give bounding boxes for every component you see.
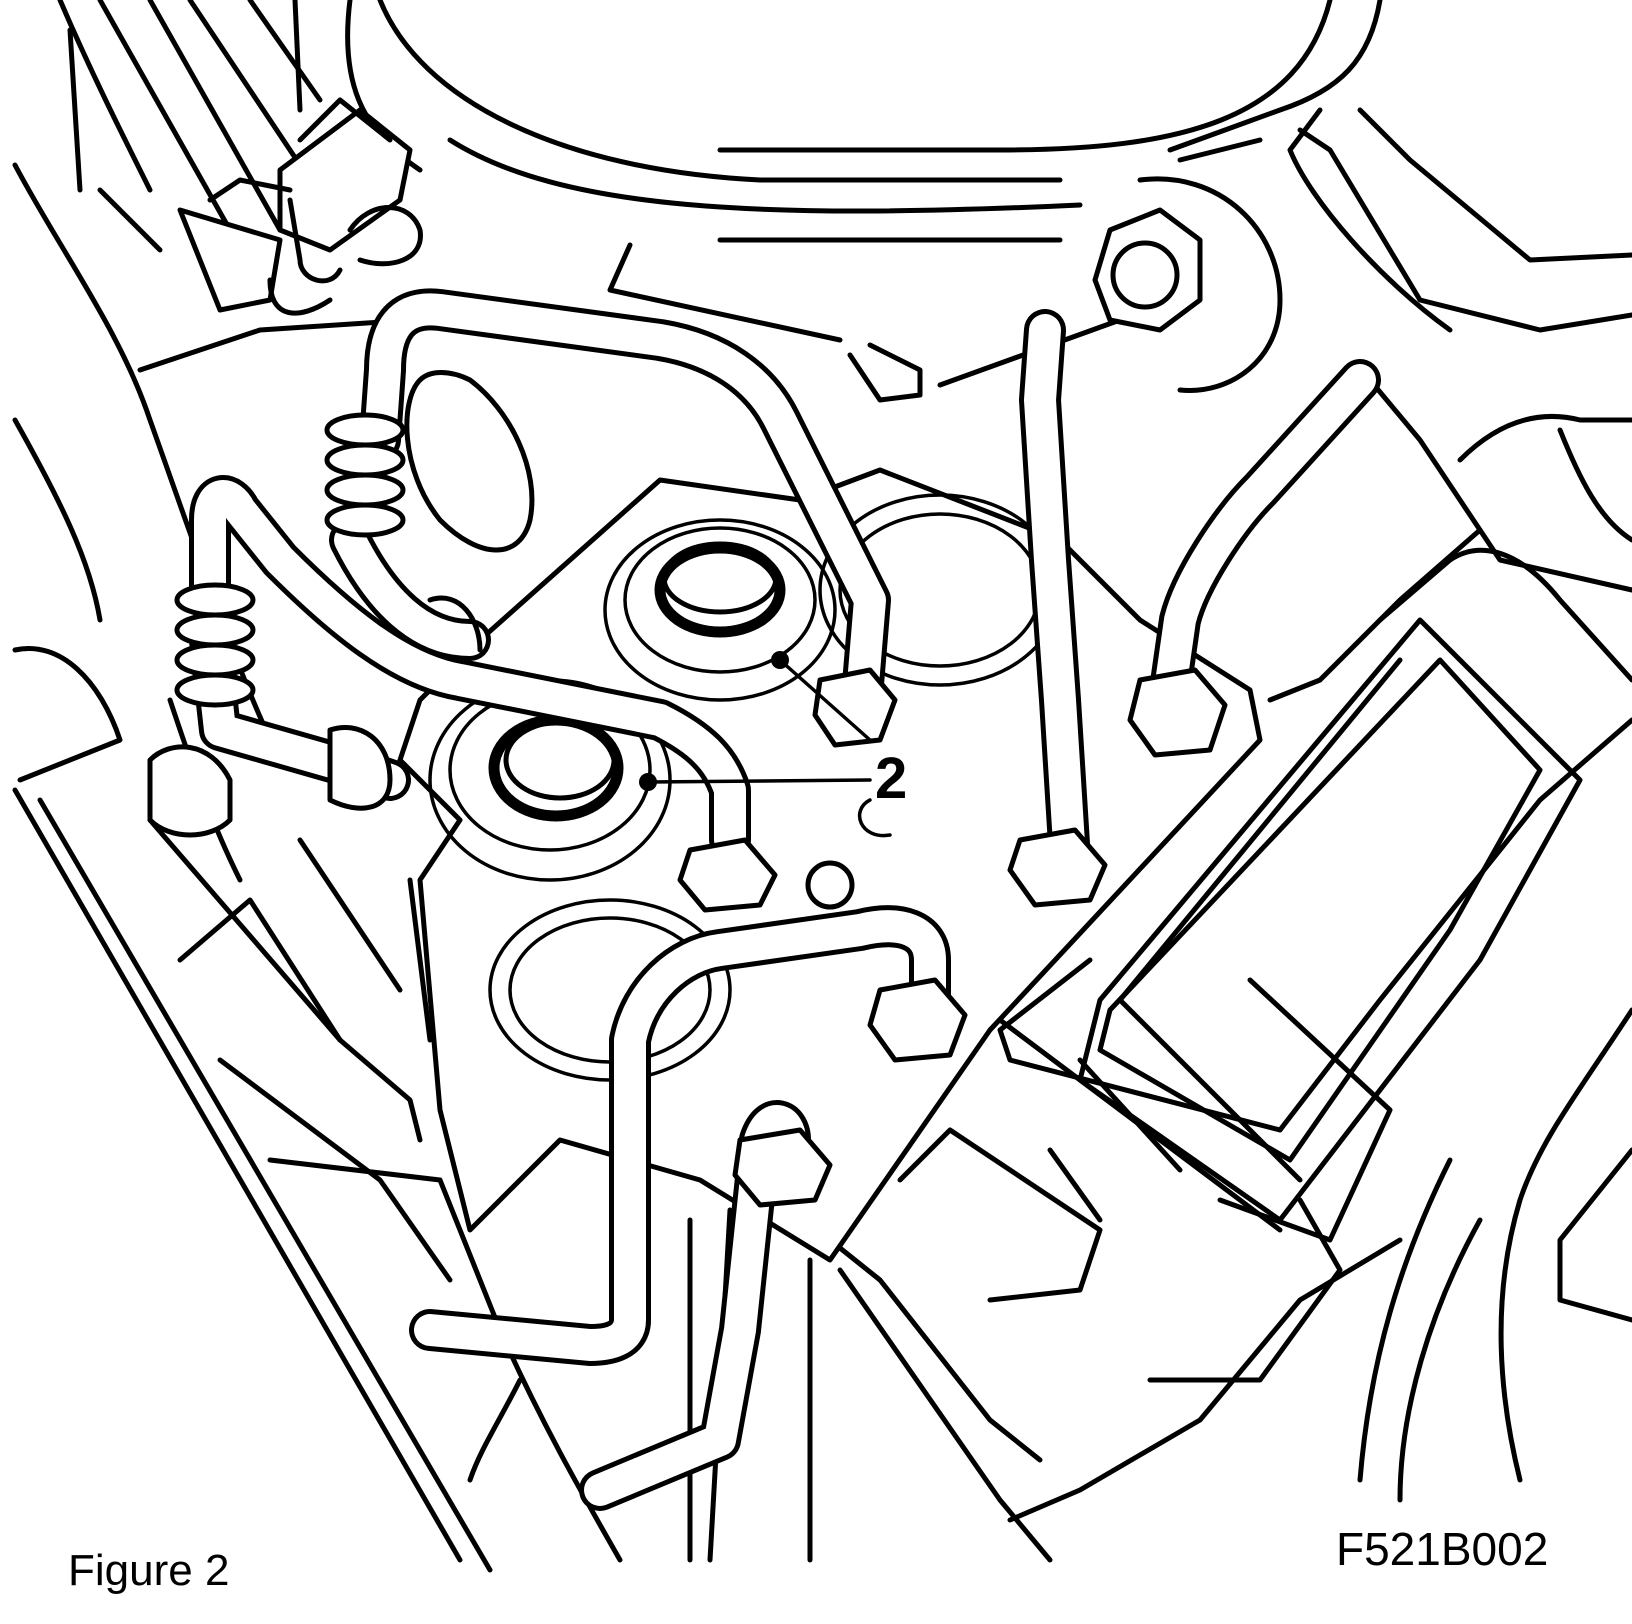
mount-bracket bbox=[1137, 176, 1283, 393]
hose-end bbox=[327, 724, 393, 811]
callout-number: 2 bbox=[875, 746, 907, 811]
hose-elbow bbox=[147, 744, 233, 838]
fitting-upper-left bbox=[324, 412, 406, 538]
leader-dot-upper bbox=[771, 651, 789, 669]
hex-nut-lower bbox=[867, 977, 968, 1063]
leader-line-upper bbox=[778, 658, 872, 742]
port-plug-upper bbox=[603, 518, 837, 702]
hex-nut-right bbox=[1127, 667, 1228, 758]
hex-nut-top bbox=[1092, 207, 1203, 333]
right-housing bbox=[997, 617, 1583, 1383]
small-hole bbox=[805, 860, 855, 910]
electrical-connector bbox=[177, 97, 423, 316]
leader-dot-lower bbox=[639, 773, 657, 791]
tube-fittings bbox=[147, 412, 406, 838]
leader-line-lower bbox=[646, 778, 872, 784]
hex-nuts bbox=[677, 176, 1283, 1208]
callout-leaders bbox=[639, 651, 892, 838]
hex-nut-bottom bbox=[732, 1127, 833, 1208]
hex-nut-center bbox=[677, 837, 778, 913]
reservoir-cylinder bbox=[404, 370, 535, 653]
figure-id: F521B002 bbox=[1336, 1523, 1548, 1575]
hex-nut-center-right bbox=[1007, 827, 1108, 908]
fitting-left bbox=[174, 582, 256, 708]
hex-nut-upper-center bbox=[812, 667, 898, 748]
callout-tick bbox=[858, 798, 892, 838]
figure-caption: Figure 2 bbox=[68, 1546, 229, 1595]
